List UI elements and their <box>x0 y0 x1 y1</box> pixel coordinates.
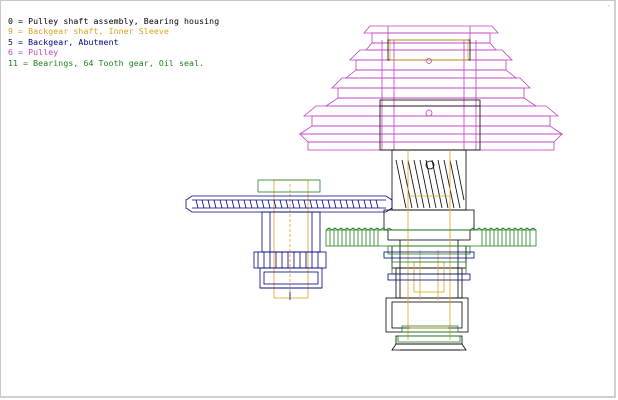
legend-item-bearings: 11 = Bearings, 64 Tooth gear, Oil seal. <box>8 57 205 68</box>
inner-sleeve <box>273 39 469 340</box>
legend-item-shaft: 0 = Pulley shaft assembly, Bearing housi… <box>8 16 220 26</box>
legend-item-pulley: 6 = Pulley <box>8 47 59 58</box>
legend-item-sleeve: 9 = Backgear shaft, Inner Sleeve <box>8 26 169 37</box>
pulley <box>298 25 564 151</box>
legend: 0 = Pulley shaft assembly, Bearing housi… <box>8 16 219 68</box>
pulley-shaft <box>379 39 481 351</box>
corner-mark: · <box>605 1 612 12</box>
legend-item-backgear: 5 = Backgear, Abutment <box>8 36 119 47</box>
backgear <box>185 195 475 289</box>
bearings-gear <box>257 179 537 343</box>
